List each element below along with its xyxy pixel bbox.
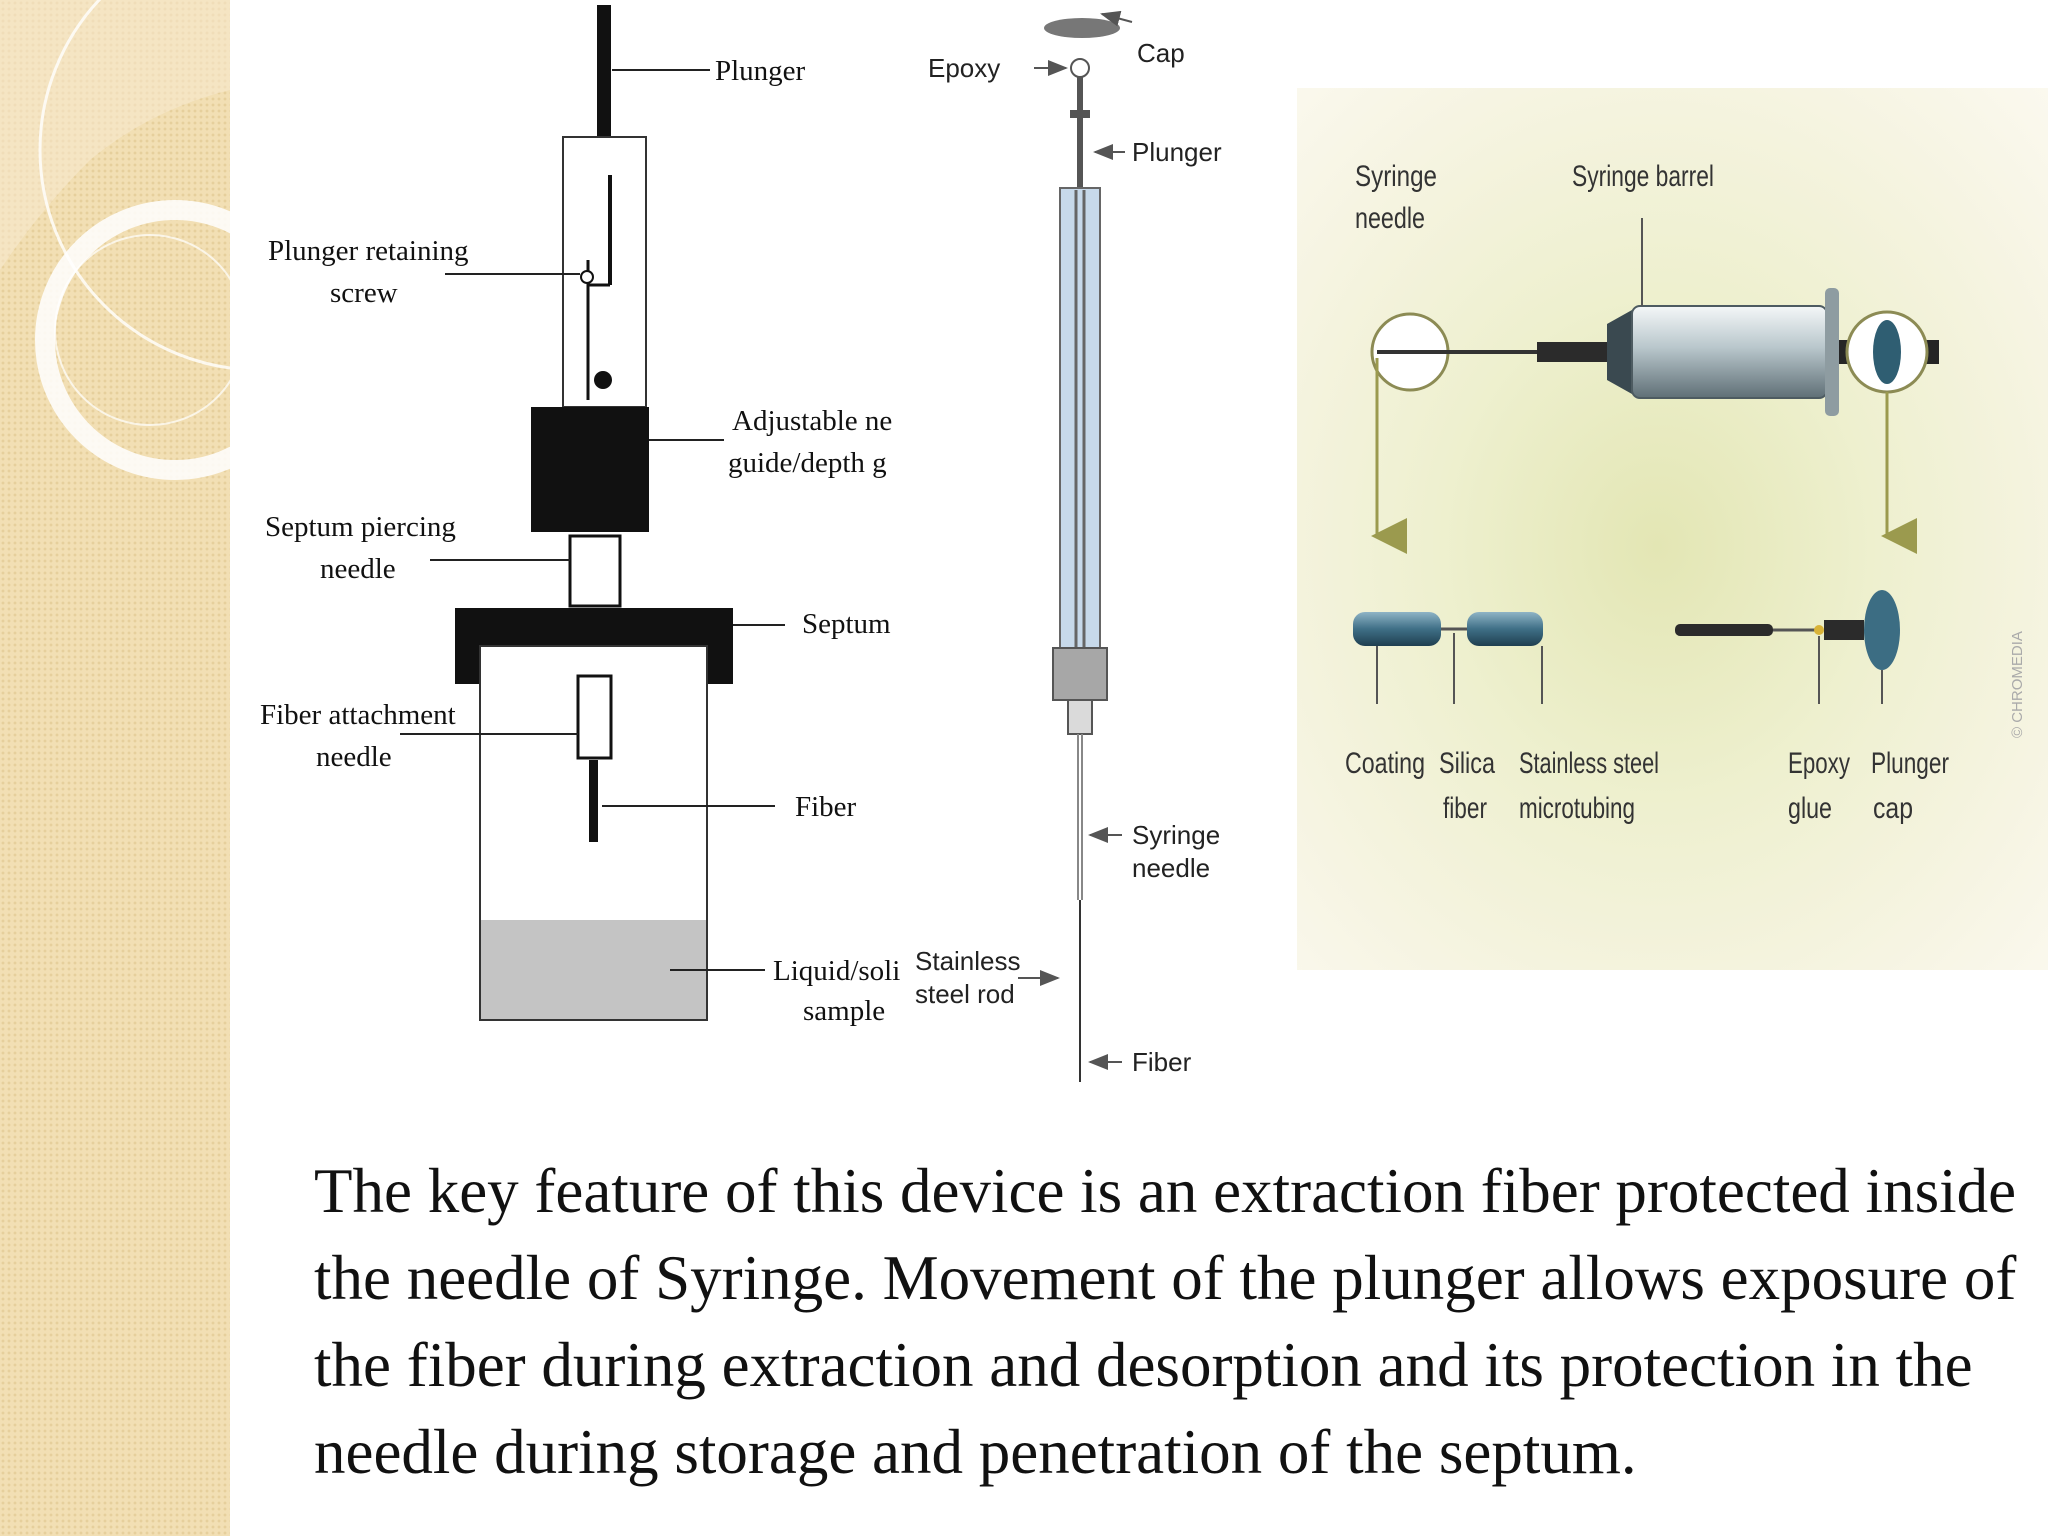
label-fiber-attachment-needle: needle — [316, 741, 392, 773]
cap — [1044, 18, 1120, 38]
watermark: © CHROMEDIA — [2009, 631, 2026, 738]
label-septum-piercing: Septum piercing — [265, 511, 456, 543]
label-fiber: Fiber — [795, 791, 857, 823]
label-sample-2: sample — [803, 995, 885, 1027]
septum-piercing-needle — [568, 534, 622, 608]
label-adjustable-guide: Adjustable ne — [732, 405, 892, 437]
plunger-cap — [1873, 320, 1901, 384]
barrel-tip — [1607, 310, 1632, 394]
decorative-arc — [38, 0, 230, 370]
label-fiber: Fiber — [1132, 1047, 1192, 1077]
label-sample: Liquid/soli — [773, 955, 900, 987]
fiber — [589, 760, 598, 842]
label-stainless-steel: Stainless steel — [1519, 747, 1659, 780]
label-stainless-rod: Stainless — [915, 946, 1021, 976]
sample-liquid — [481, 920, 706, 1019]
spme-fiber-assembly-illustration: Syringe needle Syringe barrel Coating Si… — [1297, 88, 2048, 970]
label-syringe-needle-2: needle — [1355, 202, 1425, 235]
spme-holder-diagram: Plunger Plunger retaining screw Adjustab… — [250, 0, 900, 1055]
label-plunger: Plunger — [715, 55, 806, 87]
label-epoxy-glue: glue — [1788, 792, 1832, 825]
syringe-barrel — [1059, 187, 1101, 649]
label-plunger: Plunger — [1871, 747, 1949, 780]
epoxy-glue — [1814, 625, 1824, 635]
label-epoxy: Epoxy — [928, 53, 1000, 83]
plunger-cap-part — [1864, 590, 1900, 670]
plunger-housing — [562, 136, 647, 408]
label-microtubing: microtubing — [1519, 792, 1635, 825]
retaining-screw — [580, 270, 594, 284]
plunger-rod — [597, 5, 611, 137]
depth-gauge-block — [531, 407, 649, 532]
label-silica-fiber: fiber — [1443, 792, 1487, 825]
label-coating: Coating — [1345, 747, 1425, 780]
label-epoxy: Epoxy — [1788, 747, 1850, 780]
fiber-attachment-needle — [576, 674, 613, 760]
label-syringe-needle: Syringe — [1132, 820, 1220, 850]
label-syringe-needle: Syringe — [1355, 160, 1437, 193]
label-retaining-screw-2: screw — [330, 277, 398, 309]
label-stainless-rod-2: steel rod — [915, 979, 1015, 1009]
label-cap: Cap — [1137, 38, 1185, 68]
label-syringe-barrel: Syringe barrel — [1572, 160, 1714, 193]
label-septum: Septum — [802, 608, 891, 640]
spme-syringe-diagram: Epoxy Cap Plunger Syringe needle Stainle… — [900, 0, 1260, 1115]
label-depth-gauge: guide/depth g — [728, 447, 887, 479]
steel-microtubing — [1467, 612, 1543, 646]
decorative-sidebar — [0, 0, 230, 1536]
label-septum-piercing-needle: needle — [320, 553, 396, 585]
label-plunger-cap: cap — [1873, 792, 1913, 825]
label-retaining-screw: Plunger retaining — [268, 235, 469, 267]
label-fiber-attachment: Fiber attachment — [260, 699, 456, 731]
label-plunger: Plunger — [1132, 137, 1222, 167]
coating-segment — [1353, 612, 1441, 646]
syringe-barrel — [1631, 305, 1828, 399]
barrel-hub — [1052, 647, 1108, 701]
label-syringe-needle-2: needle — [1132, 853, 1210, 883]
slide-caption: The key feature of this device is an ext… — [314, 1156, 2017, 1487]
septum-cap — [455, 608, 733, 646]
label-silica: Silica — [1439, 747, 1495, 780]
epoxy-bead — [1070, 58, 1090, 78]
decorative-ring — [35, 200, 230, 480]
